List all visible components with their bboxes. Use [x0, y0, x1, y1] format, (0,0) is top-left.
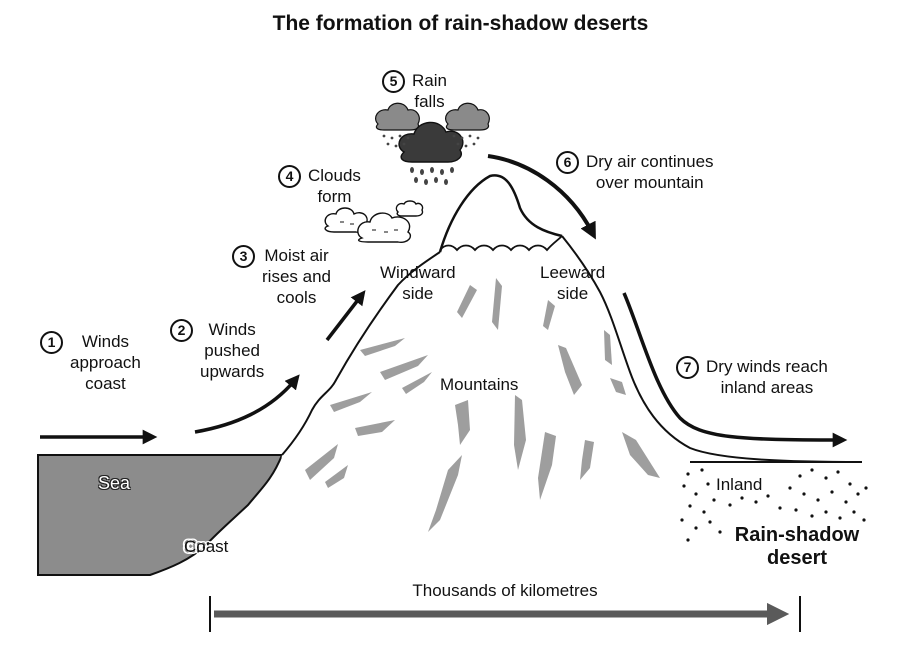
step-2-number: 2: [170, 319, 193, 342]
mountain-peak: [438, 174, 563, 253]
step-5-rain-falls: 5 Rain falls: [382, 70, 447, 112]
step-7-number: 7: [676, 356, 699, 379]
rock-texture: [305, 278, 660, 532]
rain-drops: [382, 134, 480, 185]
step-7-line-1: Dry winds reach: [706, 357, 828, 376]
inland-label: Inland: [716, 475, 763, 494]
step-6-line-1: Dry air continues: [586, 152, 714, 171]
step-7-dry-winds-reach: 7 Dry winds reach inland areas: [676, 356, 828, 398]
arrow-winds-pushed: [194, 374, 300, 434]
step-4-clouds-form: 4 Clouds form: [278, 165, 361, 207]
step-5-line-1: Rain: [412, 71, 447, 90]
step-3-number: 3: [232, 245, 255, 268]
snow-line: [439, 235, 563, 252]
step-1-winds-approach: 1 Winds approach coast: [40, 331, 141, 394]
clouds-form-dashes: [340, 221, 398, 233]
rain-clouds-icon: [375, 102, 490, 163]
step-2-line-2: pushed: [204, 341, 261, 360]
step-4-number: 4: [278, 165, 301, 188]
step-7-line-2: inland areas: [720, 378, 814, 397]
mountains-label: Mountains: [440, 375, 519, 394]
step-3-line-3: cools: [276, 288, 317, 307]
step-6-line-2: over mountain: [595, 173, 704, 192]
arrow-moist-air-rises: [325, 290, 366, 342]
step-2-line-1: Winds: [208, 320, 256, 339]
step-5-number: 5: [382, 70, 405, 93]
coast-label: Coast: [184, 537, 229, 556]
mountain-body: [280, 174, 860, 470]
arrow-dry-winds-inland: [622, 292, 848, 448]
step-3-line-2: rises and: [262, 267, 331, 286]
mountain-outline-leeward: [561, 235, 863, 463]
distance-label: Thousands of kilometres: [412, 581, 598, 600]
clouds-form-icon: [324, 200, 424, 244]
step-2-winds-pushed: 2 Winds pushed upwards: [170, 319, 264, 382]
step-6-number: 6: [556, 151, 579, 174]
sea-label: Sea: [98, 473, 131, 493]
step-4-line-2: form: [317, 187, 352, 206]
step-1-number: 1: [40, 331, 63, 354]
step-1-line-2: approach: [70, 353, 141, 372]
step-6-dry-air-continues: 6 Dry air continues over mountain: [556, 151, 714, 193]
rain-shadow-desert-label: Rain-shadow desert: [734, 524, 860, 569]
desert-dots: [680, 468, 868, 542]
arrow-dry-air-over: [487, 154, 596, 240]
step-4-line-1: Clouds: [308, 166, 361, 185]
step-1-line-1: Winds: [81, 332, 130, 351]
windward-label: Windward side: [380, 263, 456, 303]
leeward-label: Leeward side: [540, 263, 606, 303]
step-3-line-1: Moist air: [264, 246, 329, 265]
sea-area: [37, 454, 284, 576]
step-2-line-3: upwards: [200, 362, 265, 381]
step-1-line-3: coast: [85, 374, 126, 393]
step-5-line-2: falls: [414, 92, 445, 111]
mountain-outline-windward: [281, 251, 441, 456]
step-3-moist-air-rises: 3 Moist air rises and cools: [232, 245, 331, 308]
diagram-title: The formation of rain-shadow deserts: [272, 12, 649, 35]
